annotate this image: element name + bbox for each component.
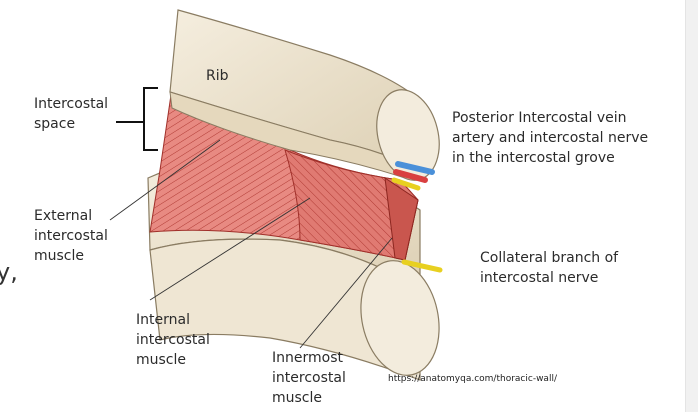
neurovascular-bundle <box>391 161 443 273</box>
vertical-scrollbar[interactable] <box>685 0 698 412</box>
upper-rib <box>169 9 440 181</box>
label-innermost-intercostal: Innermost intercostal muscle <box>272 350 346 406</box>
label-collateral-branch: Collateral branch of intercostal nerve <box>480 250 619 286</box>
label-rib: Rib <box>206 68 229 84</box>
leader-lines <box>109 139 393 349</box>
clipped-text: y, <box>0 258 18 286</box>
intercostal-space-bracket <box>116 87 158 151</box>
label-intercostal-space: Intercostal space <box>34 96 109 132</box>
label-posterior-vessels: Posterior Intercostal vein artery and in… <box>452 110 649 166</box>
label-internal-intercostal: Internal intercostal muscle <box>136 312 210 368</box>
muscle-layers <box>149 87 419 261</box>
label-external-intercostal: External intercostal muscle <box>34 208 108 264</box>
source-url[interactable]: https://anatomyqa.com/thoracic-wall/ <box>388 374 557 384</box>
